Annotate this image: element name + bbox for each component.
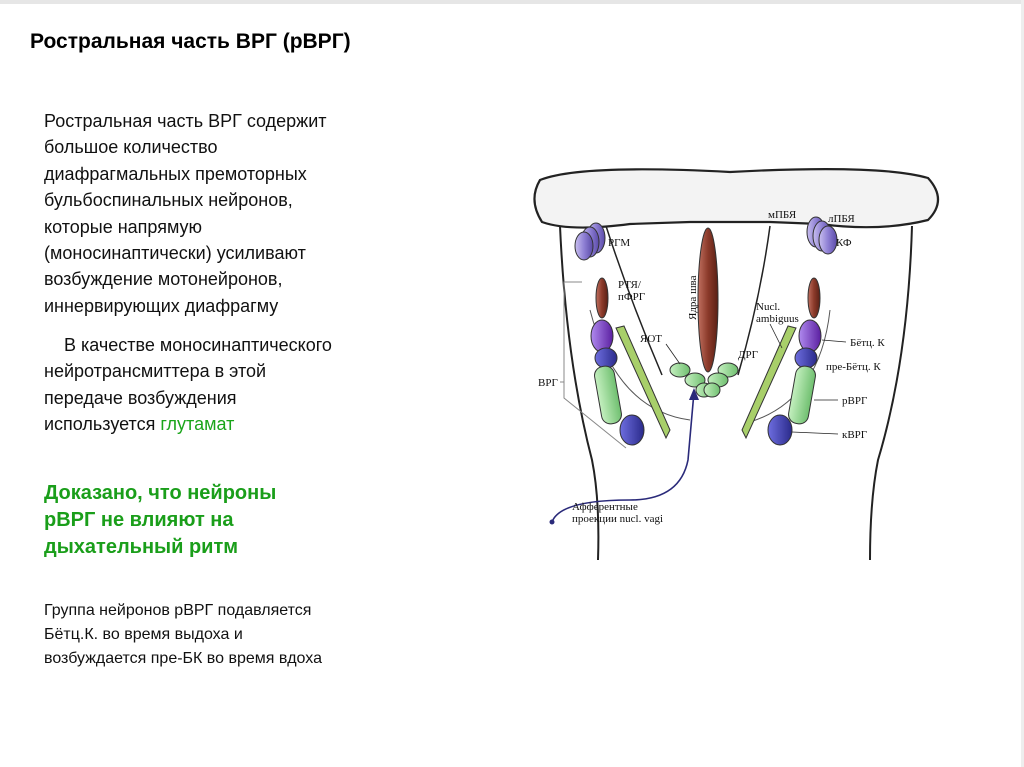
- label-rvrg: рВРГ: [842, 395, 867, 407]
- label-pfrg: пФРГ: [618, 291, 645, 303]
- text-line: которые напрямую: [44, 216, 203, 237]
- rvrg-left: [594, 365, 622, 425]
- botzinger-right: [798, 319, 822, 353]
- prebotzinger-left: [594, 347, 618, 369]
- cvrg-right: [767, 414, 793, 446]
- text-line: дыхательный ритм: [44, 536, 239, 559]
- text-line: нейротрансмиттера в этой: [44, 361, 267, 382]
- label-yaot: ЯОТ: [640, 333, 662, 345]
- medulla-right-edge: [869, 225, 913, 560]
- arrow-origin: [549, 519, 555, 525]
- text-line: рВРГ не влияют на: [44, 509, 234, 532]
- paragraph-inhibition-note: Группа нейронов рВРГ подавляется Бётц.К.…: [44, 599, 424, 671]
- text-line: Бётц.К. во время выдоха и: [44, 626, 243, 643]
- label-kf: КФ: [836, 237, 852, 249]
- label-pre-betz: пре-Бётц. К: [826, 361, 881, 373]
- text-line: возбуждается пре-БК во время вдоха: [44, 650, 322, 667]
- text-line: диафрагмальных премоторных: [44, 163, 307, 184]
- pons-shape: [533, 168, 940, 229]
- pointer-kvrg: [791, 431, 839, 435]
- text-line: (моносинаптически) усиливают: [44, 243, 306, 264]
- nucleus-ambiguus-left: [615, 325, 671, 440]
- text-line: используется глутамат: [44, 411, 444, 437]
- label-drg: ДРГ: [738, 349, 758, 361]
- glutamate-highlight: глутамат: [160, 414, 235, 435]
- text-line: Ростральная часть ВРГ содержит: [44, 111, 327, 131]
- label-afferent-1: Афферентные: [572, 501, 638, 513]
- label-ambiguus: ambiguus: [756, 313, 799, 325]
- text-line: Группа нейронов рВРГ подавляется: [44, 602, 312, 619]
- text-line: Доказано, что нейроны: [44, 482, 277, 504]
- label-kvrg: кВРГ: [842, 429, 867, 441]
- brainstem-respiratory-diagram: РГМ мПБЯ лПБЯ КФ Ядра шва РТЯ/ пФРГ: [533, 168, 940, 560]
- rvrg-right: [788, 365, 816, 425]
- vrg-bracket: [563, 281, 627, 449]
- text-line: возбуждение мотонейронов,: [44, 269, 283, 290]
- label-raphe: Ядра шва: [687, 275, 699, 320]
- text-line: иннервирующих диафрагму: [44, 295, 279, 316]
- paragraph-neurotransmitter: В качестве моносинаптического нейротранс…: [44, 332, 444, 438]
- text-line: передаче возбуждения: [44, 387, 237, 408]
- paragraph-premotor-neurons: Ростральная часть ВРГ содержит большое к…: [44, 108, 444, 319]
- cvrg-left: [619, 414, 645, 446]
- text-prefix: используется: [44, 414, 161, 435]
- label-betz: Бётц. К: [850, 337, 885, 349]
- inner-right-line: [737, 225, 771, 376]
- label-rgm: РГМ: [608, 237, 630, 249]
- nucleus-ambiguus-right: [741, 325, 797, 440]
- text-line: бульбоспинальных нейронов,: [44, 190, 293, 211]
- text-line: В качестве моносинаптического: [44, 332, 444, 358]
- arrowhead: [689, 388, 699, 400]
- nts-drg: [669, 362, 739, 398]
- label-afferent-2: проекции nucl. vagi: [572, 513, 663, 525]
- pointer-yaot: [665, 343, 681, 365]
- top-border: [0, 0, 1024, 4]
- rtn-pfrg-left: [595, 277, 609, 319]
- label-rtya: РТЯ/: [618, 279, 642, 291]
- prebotzinger-right: [794, 347, 818, 369]
- afferent-projection-arrow: [551, 391, 695, 523]
- text-line-content: В качестве моносинаптического: [64, 335, 332, 355]
- text-line: большое количество: [44, 137, 218, 158]
- label-nucl: Nucl.: [756, 301, 780, 313]
- pointer-betz: [821, 339, 847, 343]
- label-lpbya: лПБЯ: [828, 213, 855, 225]
- parabrachial-nucleus: [806, 216, 838, 255]
- pointer-ambiguus: [769, 323, 783, 349]
- paragraph-proven-statement: Доказано, что нейроны рВРГ не влияют на …: [44, 480, 444, 562]
- right-border: [1021, 0, 1024, 767]
- raphe-nucleus: [697, 227, 719, 373]
- rgm-nucleus: [574, 222, 606, 261]
- label-mpbya: мПБЯ: [768, 209, 797, 221]
- botzinger-left: [590, 319, 614, 353]
- label-vrg: ВРГ: [538, 377, 558, 389]
- rtn-pfrg-right: [807, 277, 821, 319]
- inner-left-line: [605, 225, 663, 376]
- slide-title: Ростральная часть ВРГ (рВРГ): [30, 30, 351, 53]
